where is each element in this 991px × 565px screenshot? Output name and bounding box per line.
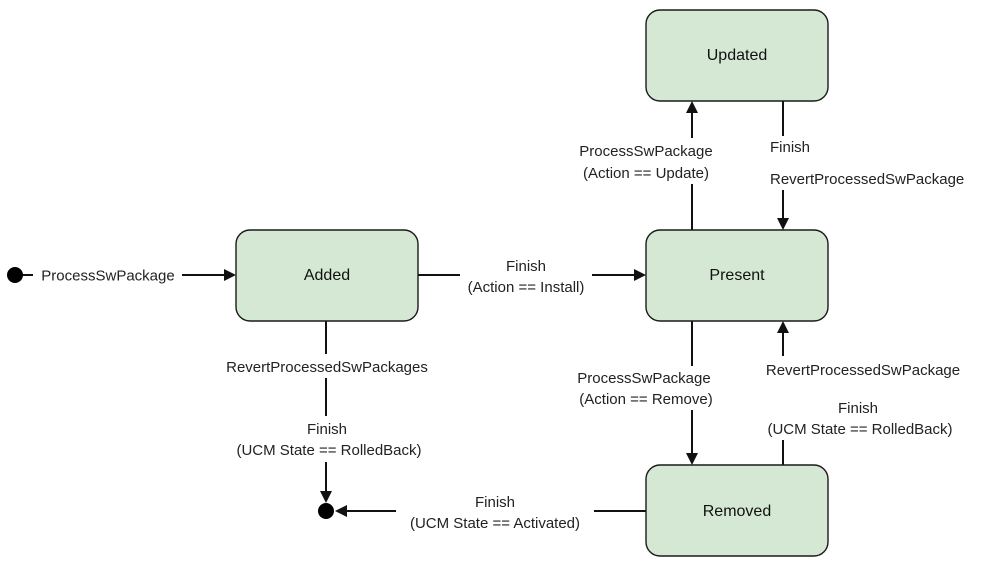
edge-label-removed-to-present-finish-line2: (UCM State == RolledBack) [767,421,952,438]
state-removed: Removed [645,464,829,557]
edge-label-added-to-present-line2: (Action == Install) [468,279,585,296]
state-label-added: Added [304,267,350,284]
edge-added-to-present: Finish (Action == Install) [418,255,646,297]
edge-label-removed-to-present-revert: RevertProcessedSwPackage [766,362,960,379]
edge-label-updated-to-present-line1: Finish [770,139,810,156]
edge-label-initial-to-added: ProcessSwPackage [41,268,174,285]
edge-label-removed-to-final-line2: (UCM State == Activated) [410,515,580,532]
edge-label-updated-to-present-line2: RevertProcessedSwPackage [770,171,964,188]
edge-removed-to-final: Finish (UCM State == Activated) [335,489,646,533]
edge-label-added-to-final-revert: RevertProcessedSwPackages [226,359,428,376]
edge-initial-to-added: ProcessSwPackage [15,264,236,286]
state-added: Added [235,229,419,322]
arrowhead [777,218,789,230]
edge-updated-to-present: Finish RevertProcessedSwPackage [767,101,987,230]
edge-present-to-updated: ProcessSwPackage (Action == Update) [568,101,720,230]
final-state-node [318,503,334,519]
arrowhead [320,491,332,503]
arrowhead [686,101,698,113]
arrowhead [686,453,698,465]
edge-removed-to-present: RevertProcessedSwPackage Finish (UCM Sta… [752,321,974,465]
edge-label-present-to-removed-line2: (Action == Remove) [579,391,712,408]
state-label-updated: Updated [707,47,768,64]
edge-label-present-to-removed-line1: ProcessSwPackage [577,370,710,387]
edge-label-present-to-updated-line1: ProcessSwPackage [579,143,712,160]
initial-state-node [7,267,23,283]
state-updated: Updated [645,9,829,102]
arrowhead [634,269,646,281]
edge-label-present-to-updated-line2: (Action == Update) [583,165,709,182]
edge-label-added-to-final-finish-line1: Finish [307,421,347,438]
edge-label-removed-to-final-line1: Finish [475,494,515,511]
edge-added-to-final: RevertProcessedSwPackages Finish (UCM St… [208,321,446,503]
state-present: Present [645,229,829,322]
arrowhead [777,321,789,333]
state-label-removed: Removed [703,503,771,520]
edge-present-to-removed: ProcessSwPackage (Action == Remove) [566,321,726,465]
arrowhead [224,269,236,281]
edge-label-added-to-present-line1: Finish [506,258,546,275]
edge-label-removed-to-present-finish-line1: Finish [838,400,878,417]
state-label-present: Present [709,267,765,284]
edge-label-added-to-final-finish-line2: (UCM State == RolledBack) [236,442,421,459]
arrowhead [335,505,347,517]
